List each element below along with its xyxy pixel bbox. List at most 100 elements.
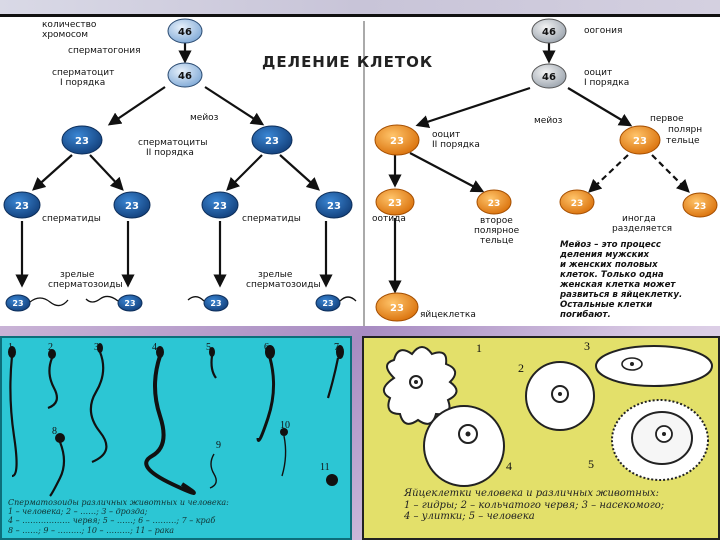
label-mature-1a: зрелые (60, 270, 95, 280)
sperm-caption-line: 8 – ……; 9 – ………; 10 – ………; 11 – рака (8, 525, 175, 535)
svg-text:23: 23 (210, 299, 221, 308)
sperm-caption-line: 4 – ……………… червя; 5 – ……; 6 – ………; 7 – к… (8, 516, 216, 526)
label-spermatogonia: сперматогония (68, 46, 141, 56)
egg-number: 5 (588, 457, 594, 471)
cell-oocyte-1: 46 (531, 63, 567, 89)
note-line: Мейоз – это процесс (560, 240, 661, 250)
svg-text:23: 23 (125, 201, 139, 212)
label-spermatocytes-2b: II порядка (146, 148, 194, 158)
sperm-shape-2 (47, 357, 59, 410)
sperm-number: 11 (320, 462, 330, 473)
egg-illustrations: 1 2 3 4 5 (383, 339, 713, 487)
label-ootid: оотида (372, 214, 406, 224)
svg-text:23: 23 (327, 201, 341, 212)
svg-text:46: 46 (542, 72, 556, 83)
label-chromosome-count-1: количество (42, 20, 97, 30)
label-meiosis-female: мейоз (534, 116, 563, 126)
note-line: развиться в яйцеклетку. (559, 290, 682, 300)
cell-ootid: 23 (375, 188, 415, 216)
sperm-shape-6 (256, 357, 275, 442)
egg-caption-line: 1 – гидры; 2 – кольчатого червя; 3 – нас… (404, 499, 665, 511)
cell-spermatid-2: 23 (113, 191, 151, 219)
label-polar-1a: первое (650, 114, 684, 124)
label-polar-1b: полярн (668, 125, 702, 135)
svg-text:23: 23 (15, 201, 29, 212)
label-polar-2a: второе (480, 216, 513, 226)
label-spermatocytes-2a: сперматоциты (138, 138, 207, 148)
sperm-number: 4 (152, 342, 157, 353)
egg-number: 3 (584, 339, 590, 353)
division-arrows (15, 43, 633, 294)
top-decor-strip (0, 0, 720, 14)
cell-egg: 23 (375, 292, 419, 322)
svg-text:23: 23 (322, 299, 333, 308)
sperm-shape-11 (326, 474, 338, 486)
cell-polar-body-1: 23 (619, 125, 661, 155)
egg-number: 1 (476, 341, 482, 355)
label-sometimes-a: иногда (622, 214, 656, 224)
label-sometimes-b: разделяется (612, 224, 672, 234)
svg-text:23: 23 (488, 199, 501, 209)
egg-caption-line: 4 – улитки; 5 – человека (404, 511, 535, 522)
label-meiosis-male: мейоз (190, 113, 219, 123)
sperm-caption: Сперматозоиды различных животных и челов… (8, 498, 348, 535)
sperm-shape-7 (326, 357, 340, 399)
sperm-number: 8 (52, 426, 57, 437)
cell-spermatocyte-1: 46 (167, 62, 203, 88)
egg-snail (423, 405, 505, 487)
sperm-number: 1 (8, 342, 13, 353)
cell-spermatid-3: 23 (201, 191, 239, 219)
cell-spermatogonia: 46 (167, 18, 203, 44)
label-oocyte-1a: ооцит (584, 68, 612, 78)
sperm-1: 23 (5, 294, 69, 312)
note-line: деления мужских (559, 250, 649, 260)
sperm-number: 10 (280, 420, 290, 431)
sperm-shape-4 (144, 355, 196, 495)
sperm-number: 9 (216, 440, 221, 451)
sperm-caption-line: Сперматозоиды различных животных и челов… (8, 498, 229, 507)
cell-spermatocyte-2-left: 23 (61, 125, 103, 155)
svg-text:23: 23 (633, 136, 647, 147)
cell-division-diagram: 46 46 23 23 23 23 23 23 23 23 23 23 46 (0, 14, 720, 329)
egg-types-panel: 1 2 3 4 5 Яйцеклетки человека и различны… (362, 336, 720, 540)
svg-text:23: 23 (12, 299, 23, 308)
cell-spermatid-1: 23 (3, 191, 41, 219)
sperm-3: 23 (187, 294, 229, 312)
sperm-shape-5 (210, 355, 217, 379)
note-line: клеток. Только одна (560, 270, 664, 280)
label-oocyte-2a: ооцит (432, 130, 460, 140)
sperm-number: 7 (334, 342, 339, 353)
svg-text:23: 23 (213, 201, 227, 212)
label-mature-2b: сперматозоиды (246, 280, 321, 290)
egg-number: 2 (518, 361, 524, 375)
cell-spermatid-4: 23 (315, 191, 353, 219)
note-line: и женских половых (560, 260, 658, 270)
label-spermatids-1: сперматиды (42, 214, 101, 224)
cell-oogonia: 46 (531, 18, 567, 44)
sperm-shape-1 (9, 355, 18, 478)
egg-caption-line: Яйцеклетки человека и различных животных… (404, 488, 660, 499)
note-line: погибают. (560, 309, 611, 320)
sperm-types-panel: 1 2 3 4 5 6 7 8 9 10 11 Сперматозоиды ра… (0, 336, 352, 540)
sperm-number: 6 (264, 342, 269, 353)
svg-text:46: 46 (178, 71, 192, 82)
svg-text:23: 23 (390, 136, 404, 147)
label-egg: яйцеклетка (420, 310, 476, 320)
sperm-2: 23 (85, 294, 143, 312)
svg-text:23: 23 (388, 198, 402, 209)
cell-polar-body-1b: 23 (682, 192, 718, 218)
label-spermatids-2: сперматиды (242, 214, 301, 224)
sperm-caption-line: 1 – человека; 2 – ……; 3 – дрозда; (8, 507, 148, 517)
sperm-4: 23 (315, 294, 357, 312)
svg-text:23: 23 (694, 202, 707, 212)
label-oocyte-2b: II порядка (432, 140, 480, 150)
sperm-shape-10 (281, 435, 287, 477)
note-line: Остальные клетки (560, 300, 652, 310)
svg-text:23: 23 (390, 303, 404, 314)
sperm-shape-8 (49, 441, 66, 497)
mature-sperm-row: 23 23 23 23 (5, 294, 357, 312)
egg-number: 4 (506, 459, 512, 473)
label-mature-2a: зрелые (258, 270, 293, 280)
label-mature-1b: сперматозоиды (48, 280, 123, 290)
dashed-arrows (588, 154, 690, 193)
